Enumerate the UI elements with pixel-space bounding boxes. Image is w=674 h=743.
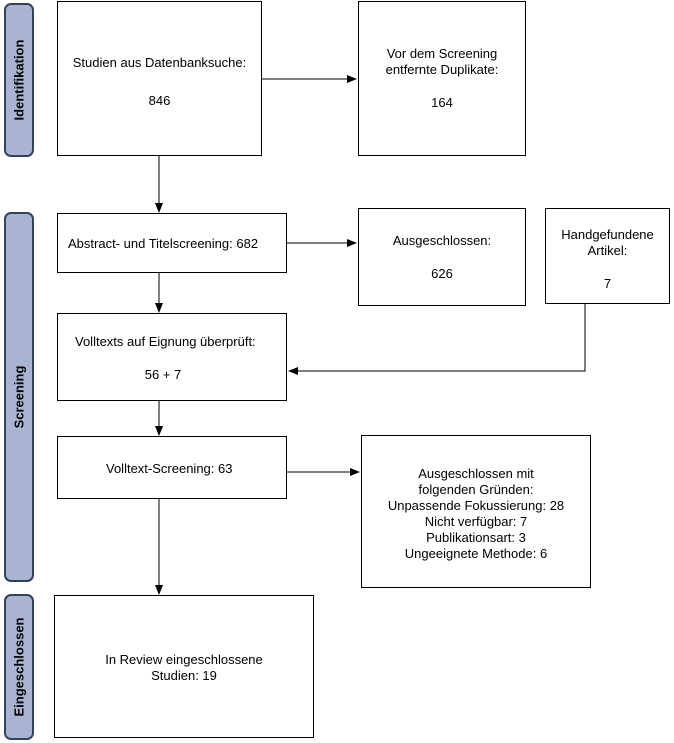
- excluded-reason-item: Publikationsart: 3: [426, 530, 526, 545]
- abstract-screening-label: Abstract- und Titelscreening: 682: [68, 236, 259, 251]
- phase-screening: Screening: [4, 212, 34, 582]
- hand-found-line1: Handgefundene: [561, 227, 654, 242]
- included-studies-box: In Review eingeschlossene Studien: 19: [54, 595, 314, 738]
- database-search-label: Studien aus Datenbanksuche:: [72, 55, 247, 70]
- database-search-value: 846: [148, 93, 171, 108]
- fulltext-eligibility-value: 56 + 7: [144, 367, 182, 382]
- arrow-handfound-to-fulltext: [288, 304, 586, 375]
- duplicates-box: Vor dem Screening entfernte Duplikate: 1…: [358, 1, 526, 156]
- excluded-reasons-box: Ausgeschlossen mit folgenden Gründen: Un…: [361, 435, 591, 588]
- database-search-box: Studien aus Datenbanksuche: 846: [57, 1, 262, 156]
- excluded-reason-item: Ungeeignete Methode: 6: [404, 546, 548, 561]
- included-studies-line2: Studien: 19: [151, 668, 217, 683]
- fulltext-eligibility-label: Volltexts auf Eignung überprüft:: [75, 334, 256, 349]
- fulltext-screening-box: Volltext-Screening: 63: [57, 436, 287, 499]
- duplicates-line1: Vor dem Screening: [386, 46, 498, 61]
- excluded-reason-item: Nicht verfügbar: 7: [424, 514, 528, 529]
- abstract-screening-box: Abstract- und Titelscreening: 682: [57, 213, 287, 273]
- duplicates-value: 164: [431, 95, 453, 110]
- hand-found-box: Handgefundene Artikel: 7: [545, 208, 670, 304]
- phase-identification: Identifikation: [4, 3, 34, 157]
- excluded-value: 626: [431, 266, 453, 281]
- excluded-reasons-line1: Ausgeschlossen mit: [418, 466, 534, 481]
- fulltext-screening-label: Volltext-Screening: 63: [106, 461, 233, 476]
- excluded-label: Ausgeschlossen:: [392, 233, 492, 248]
- phase-included: Eingeschlossen: [4, 594, 34, 740]
- excluded-reasons-line2: folgenden Gründen:: [418, 482, 534, 497]
- fulltext-eligibility-box: Volltexts auf Eignung überprüft: 56 + 7: [57, 313, 287, 401]
- duplicates-line2: entfernte Duplikate:: [385, 62, 499, 77]
- included-studies-line1: In Review eingeschlossene: [105, 652, 263, 667]
- excluded-reason-item: Unpassende Fokussierung: 28: [387, 498, 565, 513]
- hand-found-value: 7: [603, 276, 612, 291]
- hand-found-line2: Artikel:: [587, 243, 628, 258]
- excluded-box: Ausgeschlossen: 626: [358, 208, 526, 306]
